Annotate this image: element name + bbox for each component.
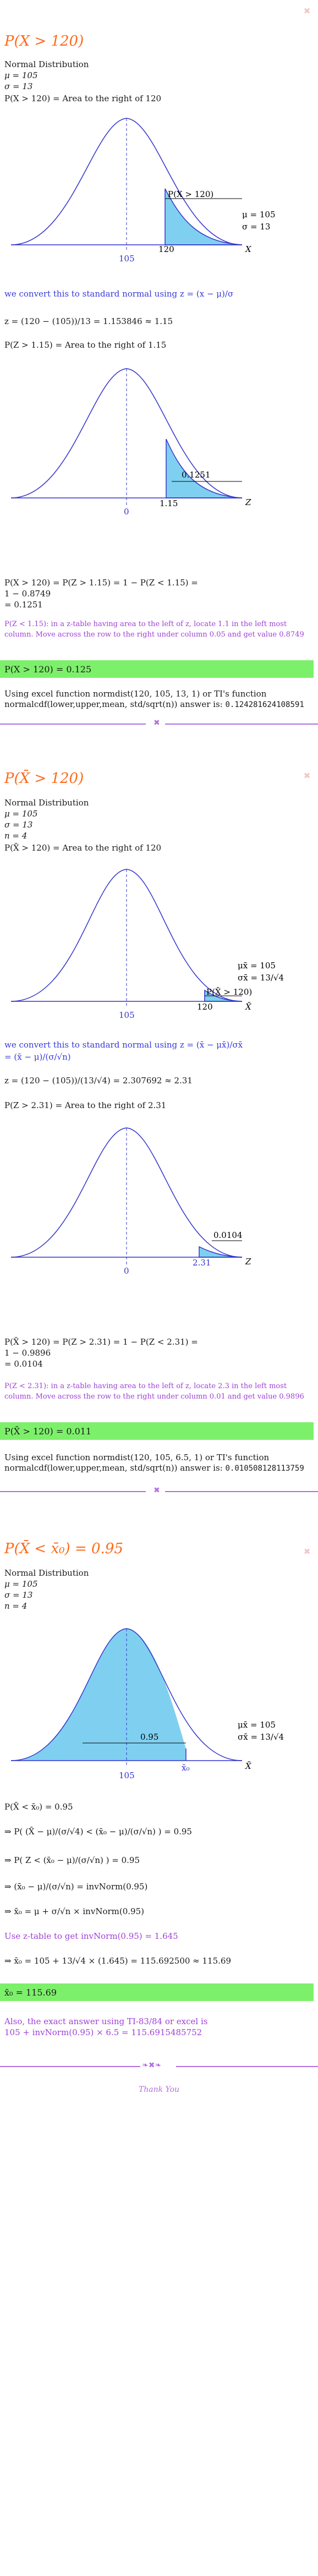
tick-mean: 105 bbox=[119, 254, 135, 264]
close-icon[interactable]: ✖ bbox=[303, 6, 311, 16]
derivation-line: ⇒ x̄₀ = 105 + 13/√4 × (1.645) = 115.6925… bbox=[4, 1956, 231, 1966]
area-statement-z: P(Z > 2.31) = Area to the right of 2.31 bbox=[4, 1100, 167, 1110]
axis-var: Z bbox=[245, 1257, 251, 1267]
axis-var: Z bbox=[245, 497, 251, 507]
result-line: P(X > 120) = P(Z > 1.15) = 1 − P(Z < 1.1… bbox=[4, 578, 198, 588]
tick-mean: 105 bbox=[119, 1771, 135, 1780]
section-divider: ✖ bbox=[0, 1486, 318, 1495]
sigma-value: σ = 13 bbox=[4, 81, 33, 91]
z-table-note: Use z-table to get invNorm(0.95) = 1.645 bbox=[4, 1931, 178, 1941]
convert-note: we convert this to standard normal using… bbox=[4, 1040, 243, 1050]
area-label: P(X̄ > 120) bbox=[206, 987, 252, 997]
z-calculation: z = (120 − (105))/13 = 1.153846 ≈ 1.15 bbox=[4, 316, 173, 326]
mu-label: μx̄ = 105 bbox=[238, 961, 276, 971]
tick-mean: 0 bbox=[124, 1266, 129, 1276]
tick-x: x̄₀ bbox=[182, 1763, 189, 1773]
normal-curve-chart: P(X > 120) μ = 105 σ = 13 105 120 X bbox=[10, 118, 275, 264]
n-value: n = 4 bbox=[4, 1601, 28, 1611]
result-line: P(X̄ > 120) = P(Z > 2.31) = 1 − P(Z < 2.… bbox=[4, 1337, 198, 1347]
divider-icon: ✖ bbox=[153, 719, 160, 727]
footer-divider: ❧✖❧ bbox=[0, 2061, 318, 2070]
thank-you: Thank You bbox=[138, 2085, 180, 2094]
sigma-label: σx̄ = 13/√4 bbox=[238, 1732, 284, 1742]
section3-title: P(X̄ < x̄₀) = 0.95 bbox=[4, 1541, 123, 1557]
sampling-dist-chart: P(X̄ > 120) μx̄ = 105 σx̄ = 13/√4 105 12… bbox=[10, 869, 284, 1020]
convert-note: we convert this to standard normal using… bbox=[4, 289, 234, 299]
axis-var: X bbox=[245, 244, 252, 254]
tick-mean: 0 bbox=[124, 507, 129, 517]
section2-title: P(X̄ > 120) bbox=[4, 770, 84, 787]
excel-note: Using excel function normdist(120, 105, … bbox=[4, 1453, 312, 1474]
answer-text: P(X > 120) = 0.125 bbox=[4, 664, 92, 675]
result-line: 1 − 0.9896 bbox=[4, 1348, 51, 1358]
distribution-label: Normal Distribution bbox=[4, 798, 89, 808]
z-table-note: P(Z < 2.31): in a z-table having area to… bbox=[4, 1382, 304, 1401]
mu-value: μ = 105 bbox=[4, 1579, 38, 1589]
standard-normal-chart: 0.0104 0 2.31 Z bbox=[10, 1127, 251, 1276]
sigma-label: σx̄ = 13/√4 bbox=[238, 973, 284, 983]
excel-value: 0.010508128113759 bbox=[225, 1464, 304, 1473]
tick-x: 120 bbox=[158, 244, 174, 254]
excel-note: Using excel function normdist(120, 105, … bbox=[4, 689, 312, 710]
result-line: 1 − 0.8749 bbox=[4, 589, 51, 599]
inverse-normal-chart: 0.95 μx̄ = 105 σx̄ = 13/√4 105 x̄₀ X̄ bbox=[10, 1628, 284, 1780]
z-table-note: P(Z < 1.15): in a z-table having area to… bbox=[4, 620, 304, 639]
answer-box: P(X̄ > 120) = 0.011 bbox=[0, 1422, 314, 1440]
excel-text: Using excel function normdist(120, 105, … bbox=[4, 689, 267, 709]
section-divider: ✖ bbox=[0, 719, 318, 727]
n-value: n = 4 bbox=[4, 831, 28, 841]
distribution-label: Normal Distribution bbox=[4, 59, 89, 69]
answer-box: x̄₀ = 115.69 bbox=[0, 1983, 314, 2001]
area-value: 0.1251 bbox=[182, 470, 211, 480]
tick-mean: 105 bbox=[119, 1010, 135, 1020]
area-statement: P(X̄ > 120) = Area to the right of 120 bbox=[4, 843, 162, 853]
tick-x: 120 bbox=[197, 1002, 213, 1012]
result-line: = 0.1251 bbox=[4, 600, 43, 610]
derivation-line: ⇒ P( (X̄ − μ)/(σ/√4) < (x̄₀ − μ)/(σ/√n) … bbox=[4, 1827, 192, 1837]
answer-box: P(X > 120) = 0.125 bbox=[0, 660, 314, 678]
close-icon[interactable]: ✖ bbox=[303, 771, 311, 781]
tick-z: 1.15 bbox=[160, 498, 178, 508]
distribution-label: Normal Distribution bbox=[4, 1568, 89, 1578]
divider-icon: ✖ bbox=[153, 1486, 160, 1495]
axis-var: X̄ bbox=[245, 1761, 252, 1771]
result-line: = 0.0104 bbox=[4, 1359, 43, 1369]
excel-text: Using excel function normdist(120, 105, … bbox=[4, 1453, 270, 1473]
shaded-right-tail bbox=[165, 188, 243, 245]
derivation-line: P(X̄ < x̄₀) = 0.95 bbox=[4, 1802, 73, 1812]
area-value: 0.0104 bbox=[213, 1230, 243, 1240]
shaded-left-area bbox=[11, 1629, 186, 1761]
area-statement: P(X > 120) = Area to the right of 120 bbox=[4, 94, 162, 103]
exact-value: 105 + invNorm(0.95) × 6.5 = 115.69154857… bbox=[4, 2027, 202, 2037]
area-value: 0.95 bbox=[140, 1732, 158, 1742]
axis-var: X̄ bbox=[245, 1002, 252, 1012]
z-calculation: z = (120 − (105))/(13/√4) = 2.307692 ≈ 2… bbox=[4, 1076, 193, 1086]
area-label: P(X > 120) bbox=[168, 189, 213, 199]
excel-value: 0.124281624108591 bbox=[225, 700, 304, 709]
sigma-label: σ = 13 bbox=[242, 222, 270, 232]
shaded-right-tail bbox=[166, 439, 243, 498]
mu-value: μ = 105 bbox=[4, 809, 38, 819]
tick-z: 2.31 bbox=[193, 1258, 211, 1268]
exact-note: Also, the exact answer using TI-83/84 or… bbox=[4, 2016, 208, 2026]
sigma-value: σ = 13 bbox=[4, 820, 33, 830]
area-statement-z: P(Z > 1.15) = Area to the right of 1.15 bbox=[4, 340, 167, 350]
convert-note-2: = (x̄ − μ)/(σ/√n) bbox=[4, 1052, 71, 1062]
section1-title: P(X > 120) bbox=[4, 33, 84, 50]
answer-text: P(X̄ > 120) = 0.011 bbox=[4, 1426, 92, 1437]
mu-value: μ = 105 bbox=[4, 70, 38, 80]
answer-text: x̄₀ = 115.69 bbox=[4, 1987, 57, 1998]
divider-icon: ❧✖❧ bbox=[142, 2061, 162, 2070]
derivation-line: ⇒ P( Z < (x̄₀ − μ)/(σ/√n) ) = 0.95 bbox=[4, 1855, 140, 1865]
derivation-line: ⇒ x̄₀ = μ + σ/√n × invNorm(0.95) bbox=[4, 1906, 144, 1916]
mu-label: μ = 105 bbox=[242, 210, 275, 220]
derivation-line: ⇒ (x̄₀ − μ)/(σ/√n) = invNorm(0.95) bbox=[4, 1882, 148, 1892]
sigma-value: σ = 13 bbox=[4, 1590, 33, 1600]
mu-label: μx̄ = 105 bbox=[238, 1720, 276, 1730]
close-icon[interactable]: ✖ bbox=[303, 1547, 311, 1556]
standard-normal-chart: 0.1251 0 1.15 Z bbox=[10, 368, 251, 517]
